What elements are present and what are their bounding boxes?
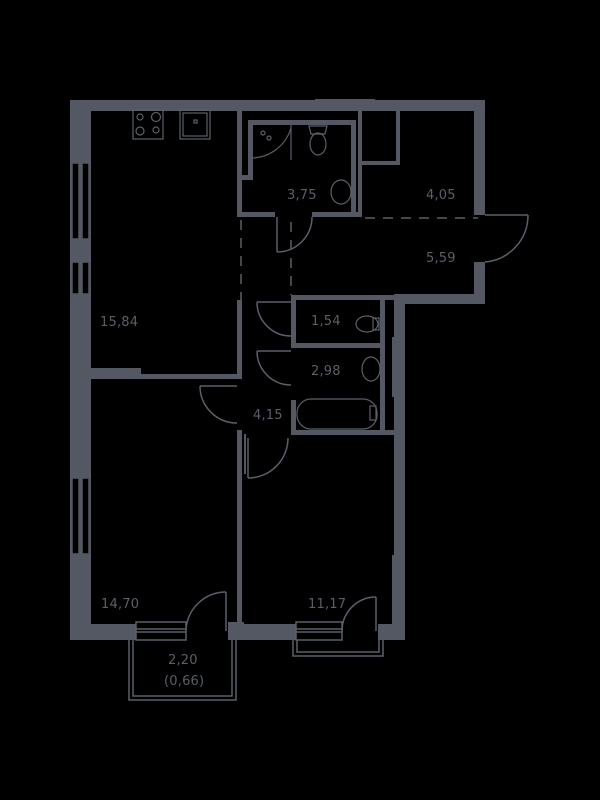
fixtures: [132, 109, 381, 430]
toilet-icon-2: [355, 315, 379, 333]
shower-icon: [252, 127, 292, 159]
toilet-icon: [309, 132, 327, 156]
room-area-storage: 4,05: [426, 188, 456, 203]
balcony: [128, 640, 384, 701]
room-area-bedroom-2: 11,17: [308, 597, 346, 612]
room-area-balcony-reduced: (0,66): [164, 674, 204, 689]
room-area-hall: 5,59: [426, 251, 456, 266]
room-area-kitchen-living: 15,84: [100, 315, 138, 330]
stove-icon: [132, 109, 164, 140]
room-area-balcony: 2,20: [168, 653, 198, 668]
left-windows: [71, 162, 90, 555]
room-area-toilet: 1,54: [311, 314, 341, 329]
room-area-bathroom-1: 3,75: [287, 188, 317, 203]
room-area-bathroom-2: 2,98: [311, 364, 341, 379]
zone-dividers: [240, 217, 478, 300]
room-labels: 15,84 3,75 4,05 5,59 1,54 2,98 4,15 14,7…: [100, 188, 456, 689]
bathtub-icon: [296, 398, 378, 430]
bottom-windows: [135, 621, 343, 641]
room-area-corridor: 4,15: [253, 408, 283, 423]
kitchen-sink-icon: [179, 109, 211, 140]
doors: [185, 214, 529, 632]
bath-sink-icon-2: [361, 356, 381, 382]
room-area-bedroom-1: 14,70: [101, 597, 139, 612]
bath-sink-icon: [330, 179, 352, 205]
interior-walls: [91, 111, 400, 625]
